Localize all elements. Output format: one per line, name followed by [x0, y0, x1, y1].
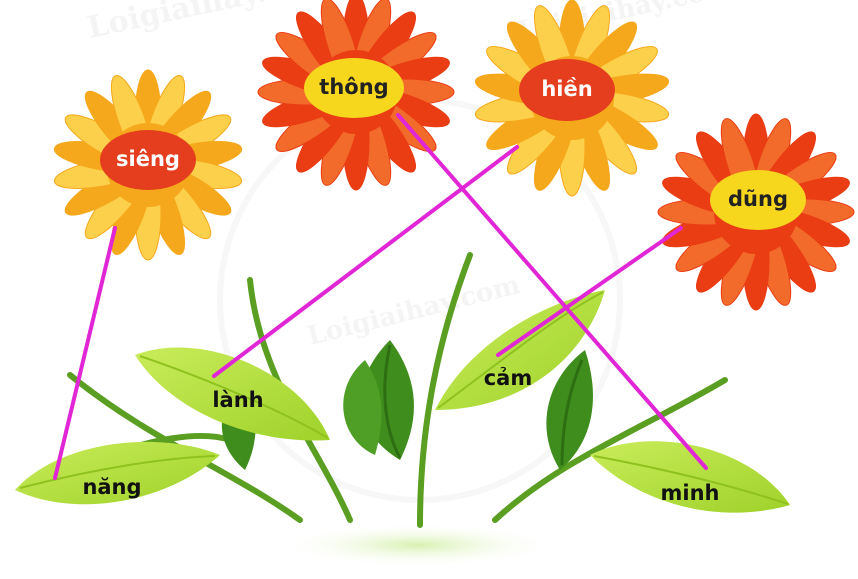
flower-label-dung[interactable]: dũng: [728, 187, 788, 211]
flower-hien: hiền: [519, 59, 615, 121]
flower-label-hien[interactable]: hiền: [541, 77, 592, 101]
flower-dung: dũng: [710, 170, 806, 230]
ground-shadow: [278, 523, 558, 567]
leaf-label-cam[interactable]: cảm: [484, 366, 533, 390]
line-sieng-nang: [55, 228, 115, 478]
leaf-label-lanh[interactable]: lành: [212, 388, 263, 412]
flower-sieng: siêng: [100, 130, 196, 190]
flower-label-sieng[interactable]: siêng: [116, 147, 180, 171]
flower-label-thong[interactable]: thông: [319, 75, 388, 99]
leaf-label-minh[interactable]: minh: [661, 481, 720, 505]
leaf-label-nang[interactable]: năng: [82, 475, 141, 499]
flower-thong: thông: [304, 58, 404, 118]
